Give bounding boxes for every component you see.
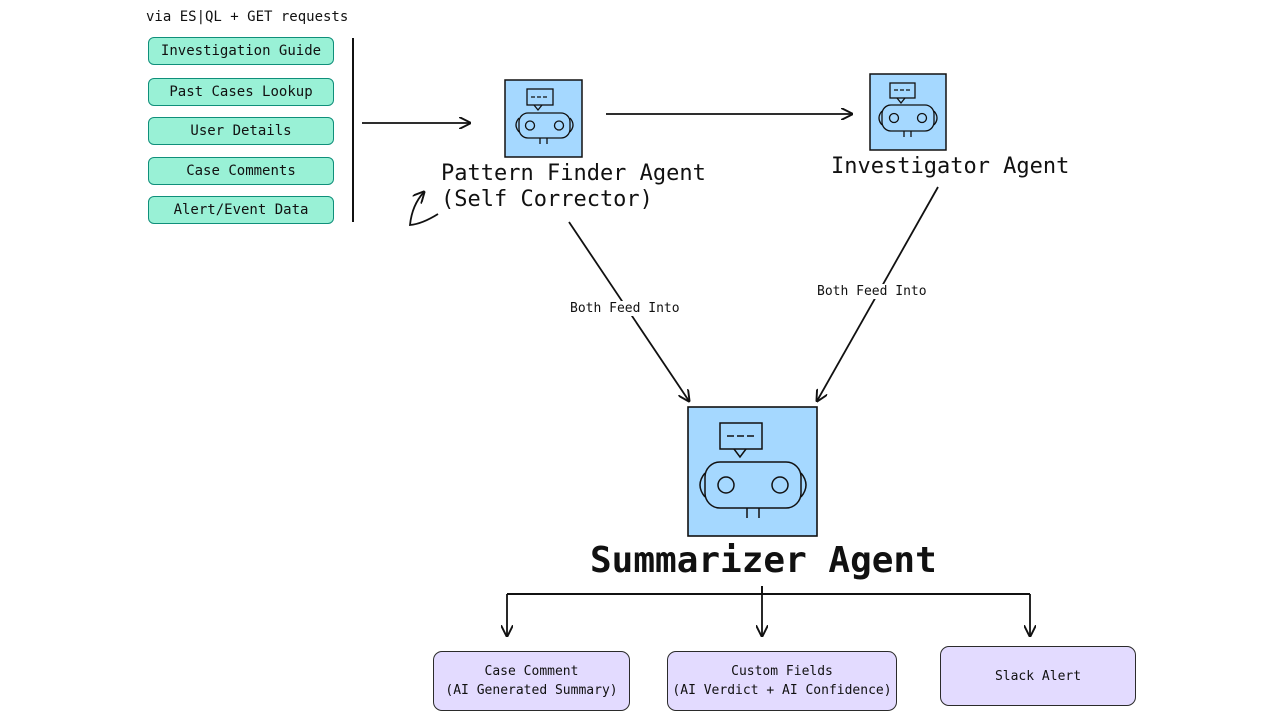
summarizer-agent-title: Summarizer Agent — [590, 540, 937, 581]
sources-caption: via ES|QL + GET requests — [146, 9, 349, 25]
source-label: Past Cases Lookup — [169, 84, 313, 100]
pattern-finder-title-line1: Pattern Finder Agent — [441, 161, 706, 186]
output-case-comment[interactable]: Case Comment (AI Generated Summary) — [433, 651, 630, 711]
summarizer-robot-icon — [687, 406, 818, 537]
source-past-cases-lookup[interactable]: Past Cases Lookup — [148, 78, 334, 106]
source-label: User Details — [190, 123, 292, 139]
source-label: Investigation Guide — [160, 43, 322, 59]
output-line2: (AI Generated Summary) — [445, 683, 618, 698]
edge-label-right: Both Feed Into — [815, 284, 929, 299]
investigator-robot-icon — [869, 73, 947, 151]
source-investigation-guide[interactable]: Investigation Guide — [148, 37, 334, 65]
pattern-finder-agent-title: Pattern Finder Agent (Self Corrector) — [441, 161, 706, 213]
output-line1: Custom Fields — [731, 664, 833, 679]
source-user-details[interactable]: User Details — [148, 117, 334, 145]
output-line2: (AI Verdict + AI Confidence) — [672, 683, 892, 698]
source-label: Alert/Event Data — [173, 202, 309, 218]
pattern-finder-title-line2: (Self Corrector) — [441, 187, 653, 212]
source-alert-event-data[interactable]: Alert/Event Data — [148, 196, 334, 224]
pattern-finder-robot-icon — [504, 79, 583, 158]
edge-label-left: Both Feed Into — [568, 301, 682, 316]
investigator-title-line1: Investigator Agent — [831, 154, 1070, 179]
output-slack-alert[interactable]: Slack Alert — [940, 646, 1136, 706]
investigator-agent-title: Investigator Agent — [831, 154, 1069, 180]
self-correct-loop-arrow — [408, 192, 439, 226]
output-line1: Case Comment — [484, 664, 579, 679]
output-custom-fields[interactable]: Custom Fields (AI Verdict + AI Confidenc… — [667, 651, 897, 711]
output-line1: Slack Alert — [994, 668, 1082, 684]
source-case-comments[interactable]: Case Comments — [148, 157, 334, 185]
source-label: Case Comments — [186, 163, 296, 179]
